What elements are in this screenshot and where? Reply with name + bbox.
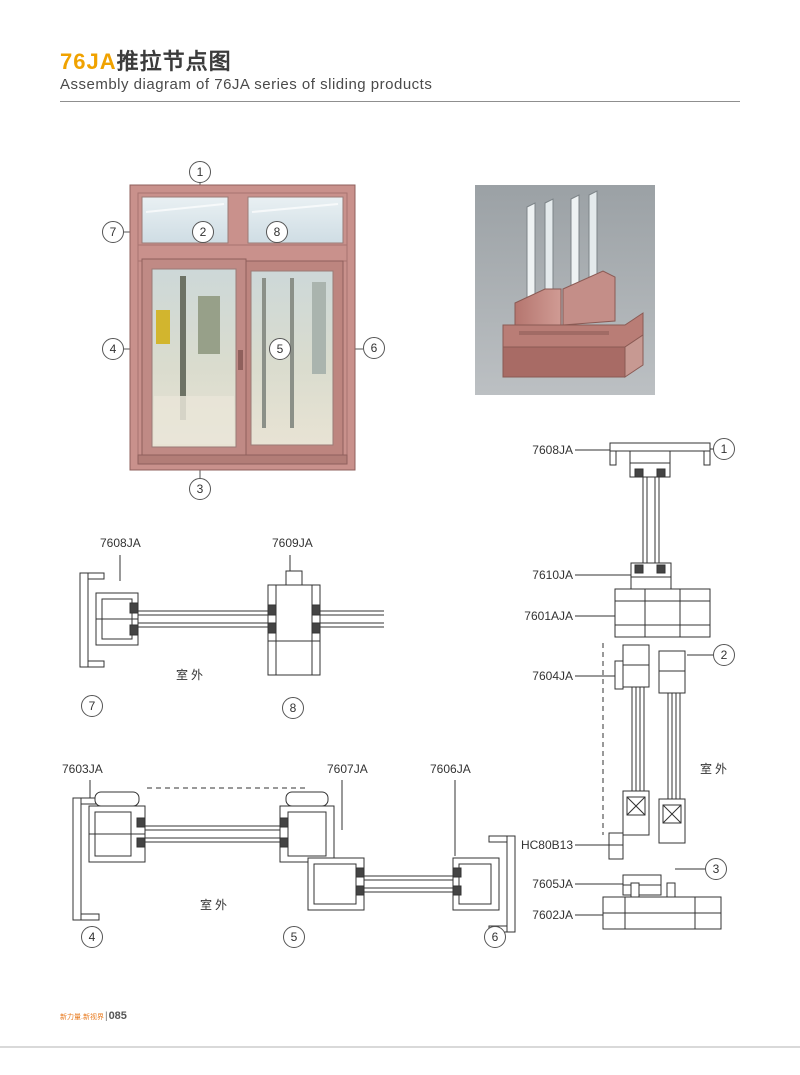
callout-window-3: 3 <box>189 478 211 500</box>
callout-window-2: 2 <box>192 221 214 243</box>
callout-detail-5: 5 <box>283 926 305 948</box>
callout-detail-2: 2 <box>713 644 735 666</box>
render-aluminium-profiles <box>502 270 644 378</box>
footer-divider: | <box>104 1011 108 1022</box>
callout-detail-8: 8 <box>282 697 304 719</box>
outdoor-label-bottom: 室外 <box>200 898 231 912</box>
callout-window-1: 1 <box>189 161 211 183</box>
header-divider <box>60 101 740 102</box>
title-chinese: 推拉节点图 <box>116 49 232 74</box>
footer-page-number: 085 <box>108 1010 127 1022</box>
label-7609ja: 7609JA <box>272 536 313 550</box>
label-7604ja: 7604JA <box>532 669 573 683</box>
callout-window-4: 4 <box>102 338 124 360</box>
label-7606ja: 7606JA <box>430 762 471 776</box>
callout-detail-1: 1 <box>713 438 735 460</box>
callout-window-8: 8 <box>266 221 288 243</box>
section-drawing-jamb-mullion <box>79 555 384 676</box>
section-drawing-sliding-sashes <box>72 780 516 933</box>
label-7602ja: 7602JA <box>532 908 573 922</box>
callout-detail-4: 4 <box>81 926 103 948</box>
label-7607ja: 7607JA <box>327 762 368 776</box>
label-7610ja: 7610JA <box>532 568 573 582</box>
window-frame-graphic <box>129 184 356 471</box>
callout-window-6: 6 <box>363 337 385 359</box>
page-footer: 新力量.新视界|085 <box>60 1006 127 1024</box>
outdoor-label-mid: 室外 <box>176 668 207 682</box>
label-7603ja: 7603JA <box>62 762 103 776</box>
callout-window-7: 7 <box>102 221 124 243</box>
label-7608ja-mid: 7608JA <box>100 536 141 550</box>
label-hc80b13: HC80B13 <box>520 838 573 852</box>
page-subtitle: Assembly diagram of 76JA series of slidi… <box>60 76 433 93</box>
callout-window-5: 5 <box>269 338 291 360</box>
outdoor-label-right: 室外 <box>700 762 731 776</box>
page-title: 76JA推拉节点图 <box>60 44 232 76</box>
profile-3d-render <box>475 185 655 395</box>
callout-detail-6: 6 <box>484 926 506 948</box>
label-7608ja-right: 7608JA <box>532 443 573 457</box>
title-series-code: 76JA <box>60 49 117 74</box>
callout-detail-7: 7 <box>81 695 103 717</box>
label-7601aja: 7601AJA <box>524 609 573 623</box>
callout-detail-3: 3 <box>705 858 727 880</box>
footer-divider-line <box>0 1046 800 1048</box>
window-elevation-drawing <box>124 183 363 478</box>
section-drawing-vertical <box>575 442 725 930</box>
footer-brand: 新力量.新视界 <box>60 1014 104 1021</box>
label-7605ja: 7605JA <box>532 877 573 891</box>
